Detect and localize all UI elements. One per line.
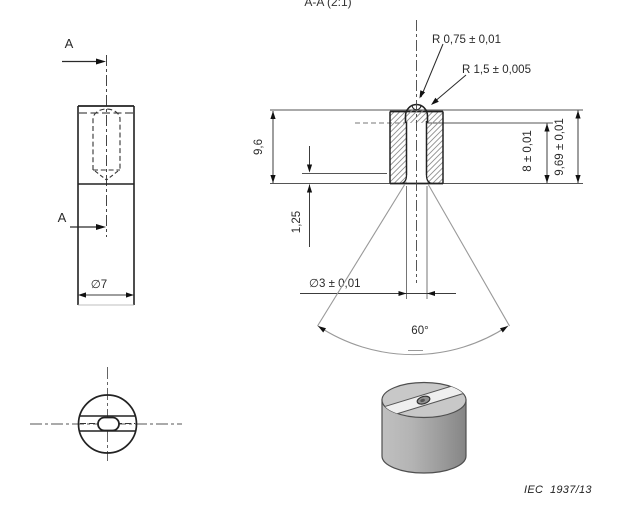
dim-label-9-69: 9,69 ± 0,01	[554, 118, 566, 175]
section-arrow-bottom: A	[58, 210, 106, 230]
dim-label-8: 8 ± 0,01	[522, 130, 534, 171]
dimension-9-69: 9,69 ± 0,01	[554, 110, 581, 183]
hatch-left	[390, 111, 407, 184]
spray-cone: 60°	[317, 183, 510, 356]
radius-leaders: R 0,75 ± 0,01 R 1,5 ± 0,005	[419, 34, 531, 105]
section-view: A-A (2:1)	[253, 0, 583, 356]
dim-label-1-25: 1,25	[291, 211, 303, 233]
section-label-a-bottom: A	[58, 210, 67, 225]
section-arrow-top: A	[62, 36, 106, 65]
dimension-8: 8 ± 0,01	[522, 123, 550, 183]
label-radius-dome: R 1,5 ± 0,005	[462, 64, 531, 76]
cylinder-circle	[77, 394, 138, 454]
dim-label-9-6: 9,6	[253, 139, 265, 155]
section-title: A-A (2:1)	[304, 0, 351, 9]
dimension-d7: ∅7	[78, 279, 134, 298]
hatch-right	[426, 111, 443, 184]
figure-reference: IEC 1937/13	[524, 484, 592, 496]
dim-label-d3: ∅3 ± 0,01	[309, 278, 361, 290]
dimension-d3: ∅3 ± 0,01	[300, 186, 456, 299]
dome-hatch	[405, 104, 428, 123]
cylinder-body	[381, 399, 467, 474]
dimension-1-25: 1,25	[291, 146, 313, 247]
section-label-a-top: A	[65, 36, 74, 51]
top-slot	[382, 382, 466, 418]
hidden-slot	[92, 108, 121, 181]
dim-label-d7: ∅7	[91, 279, 107, 291]
center-hole-slot	[97, 416, 120, 432]
dimension-9-6: 9,6	[253, 111, 276, 183]
bottom-view	[30, 367, 182, 461]
iso-view	[381, 381, 467, 474]
dim-label-60deg: 60°	[411, 325, 428, 337]
label-radius-tip: R 0,75 ± 0,01	[432, 34, 501, 46]
cylinder-outline	[77, 105, 135, 306]
front-view: A A ∅7	[58, 36, 135, 306]
slot-walls	[400, 121, 433, 185]
